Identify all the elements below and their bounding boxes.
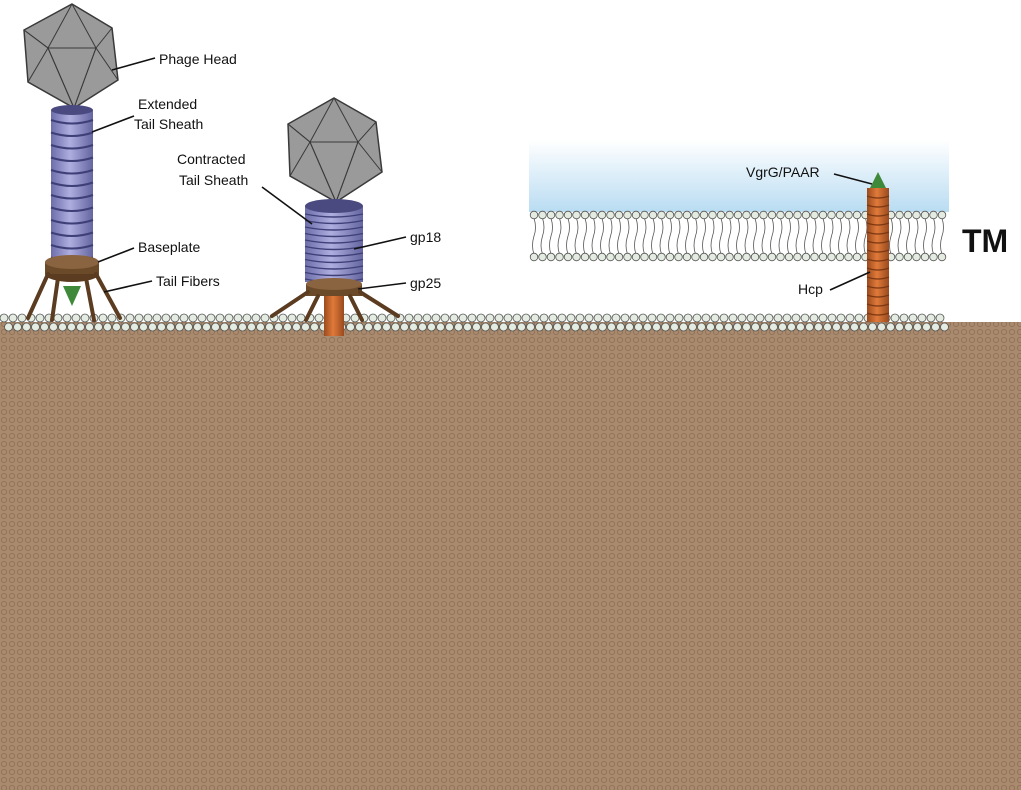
phage-contracted <box>270 97 400 336</box>
label-extended-l1: Extended <box>138 96 197 112</box>
label-contracted-l1: Contracted <box>177 151 245 167</box>
tail-fibers <box>26 272 122 322</box>
label-extended-l2: Tail Sheath <box>134 116 203 132</box>
baseplate <box>45 255 99 282</box>
label-tail-fibers: Tail Fibers <box>156 273 220 289</box>
hcp-tube <box>866 188 890 322</box>
phage-head-capsid <box>23 3 119 110</box>
cell-body <box>0 322 1021 790</box>
spike-tip <box>63 286 81 306</box>
label-contracted-l2: Tail Sheath <box>179 172 248 188</box>
tail-fibers-2 <box>270 290 400 322</box>
label-vgrg-paar: VgrG/PAAR <box>746 164 820 180</box>
phage-head-capsid-2 <box>287 97 383 204</box>
label-gp18: gp18 <box>410 229 441 245</box>
gp25-baseplate <box>306 278 362 296</box>
vgrg-paar-tip <box>870 172 886 188</box>
inner-tube <box>324 296 344 336</box>
label-phage-head: Phage Head <box>159 51 237 67</box>
outer-membrane-beads <box>0 313 949 332</box>
leader-lines <box>91 57 873 293</box>
label-baseplate: Baseplate <box>138 239 200 255</box>
phage-extended <box>23 3 122 322</box>
label-gp25: gp25 <box>410 275 441 291</box>
extended-tail-sheath <box>50 105 94 262</box>
label-hcp: Hcp <box>798 281 823 297</box>
label-tm: TM <box>962 223 1008 259</box>
contracted-tail-sheath <box>304 199 364 283</box>
